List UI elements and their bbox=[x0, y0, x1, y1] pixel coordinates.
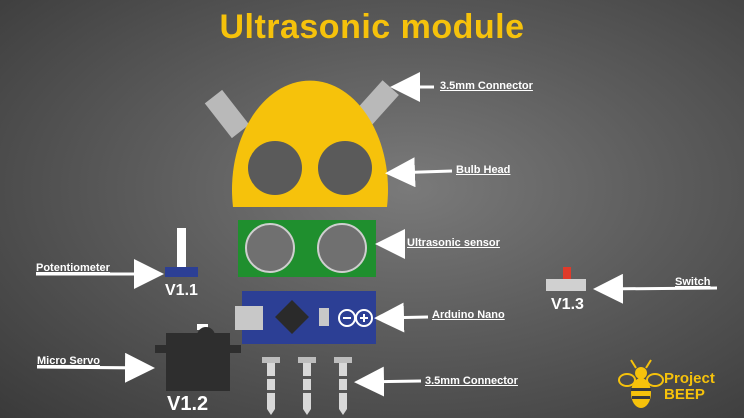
logo-line2: BEEP bbox=[664, 386, 705, 403]
callout-arrows bbox=[36, 72, 718, 397]
connector-bottom-jacks bbox=[262, 357, 352, 415]
logo-line1: Project bbox=[664, 370, 715, 387]
bulb-head bbox=[232, 80, 388, 207]
micro-servo-part bbox=[155, 324, 241, 391]
switch-part bbox=[546, 267, 586, 291]
arduino-logo-icon bbox=[338, 309, 373, 327]
ultrasonic-sensor-board bbox=[238, 220, 376, 277]
version-switch: V1.3 bbox=[551, 296, 584, 313]
label-connector-top: 3.5mm Connector bbox=[440, 80, 533, 92]
label-micro-servo: Micro Servo bbox=[37, 355, 100, 367]
label-arduino-nano: Arduino Nano bbox=[432, 309, 505, 321]
connector-top-left bbox=[204, 89, 250, 139]
label-connector-bottom: 3.5mm Connector bbox=[425, 375, 518, 387]
version-potentiometer: V1.1 bbox=[165, 282, 198, 299]
label-potentiometer: Potentiometer bbox=[36, 262, 110, 274]
page-title: Ultrasonic module bbox=[219, 8, 525, 46]
potentiometer-part bbox=[165, 228, 198, 277]
arduino-nano-board bbox=[235, 291, 376, 344]
label-switch: Switch bbox=[675, 276, 711, 288]
version-servo: V1.2 bbox=[167, 393, 209, 415]
logo-text: Project BEEP bbox=[664, 371, 715, 403]
bee-logo-icon bbox=[618, 359, 664, 408]
label-ultrasonic-sensor: Ultrasonic sensor bbox=[407, 237, 500, 249]
label-bulb-head: Bulb Head bbox=[456, 164, 511, 176]
